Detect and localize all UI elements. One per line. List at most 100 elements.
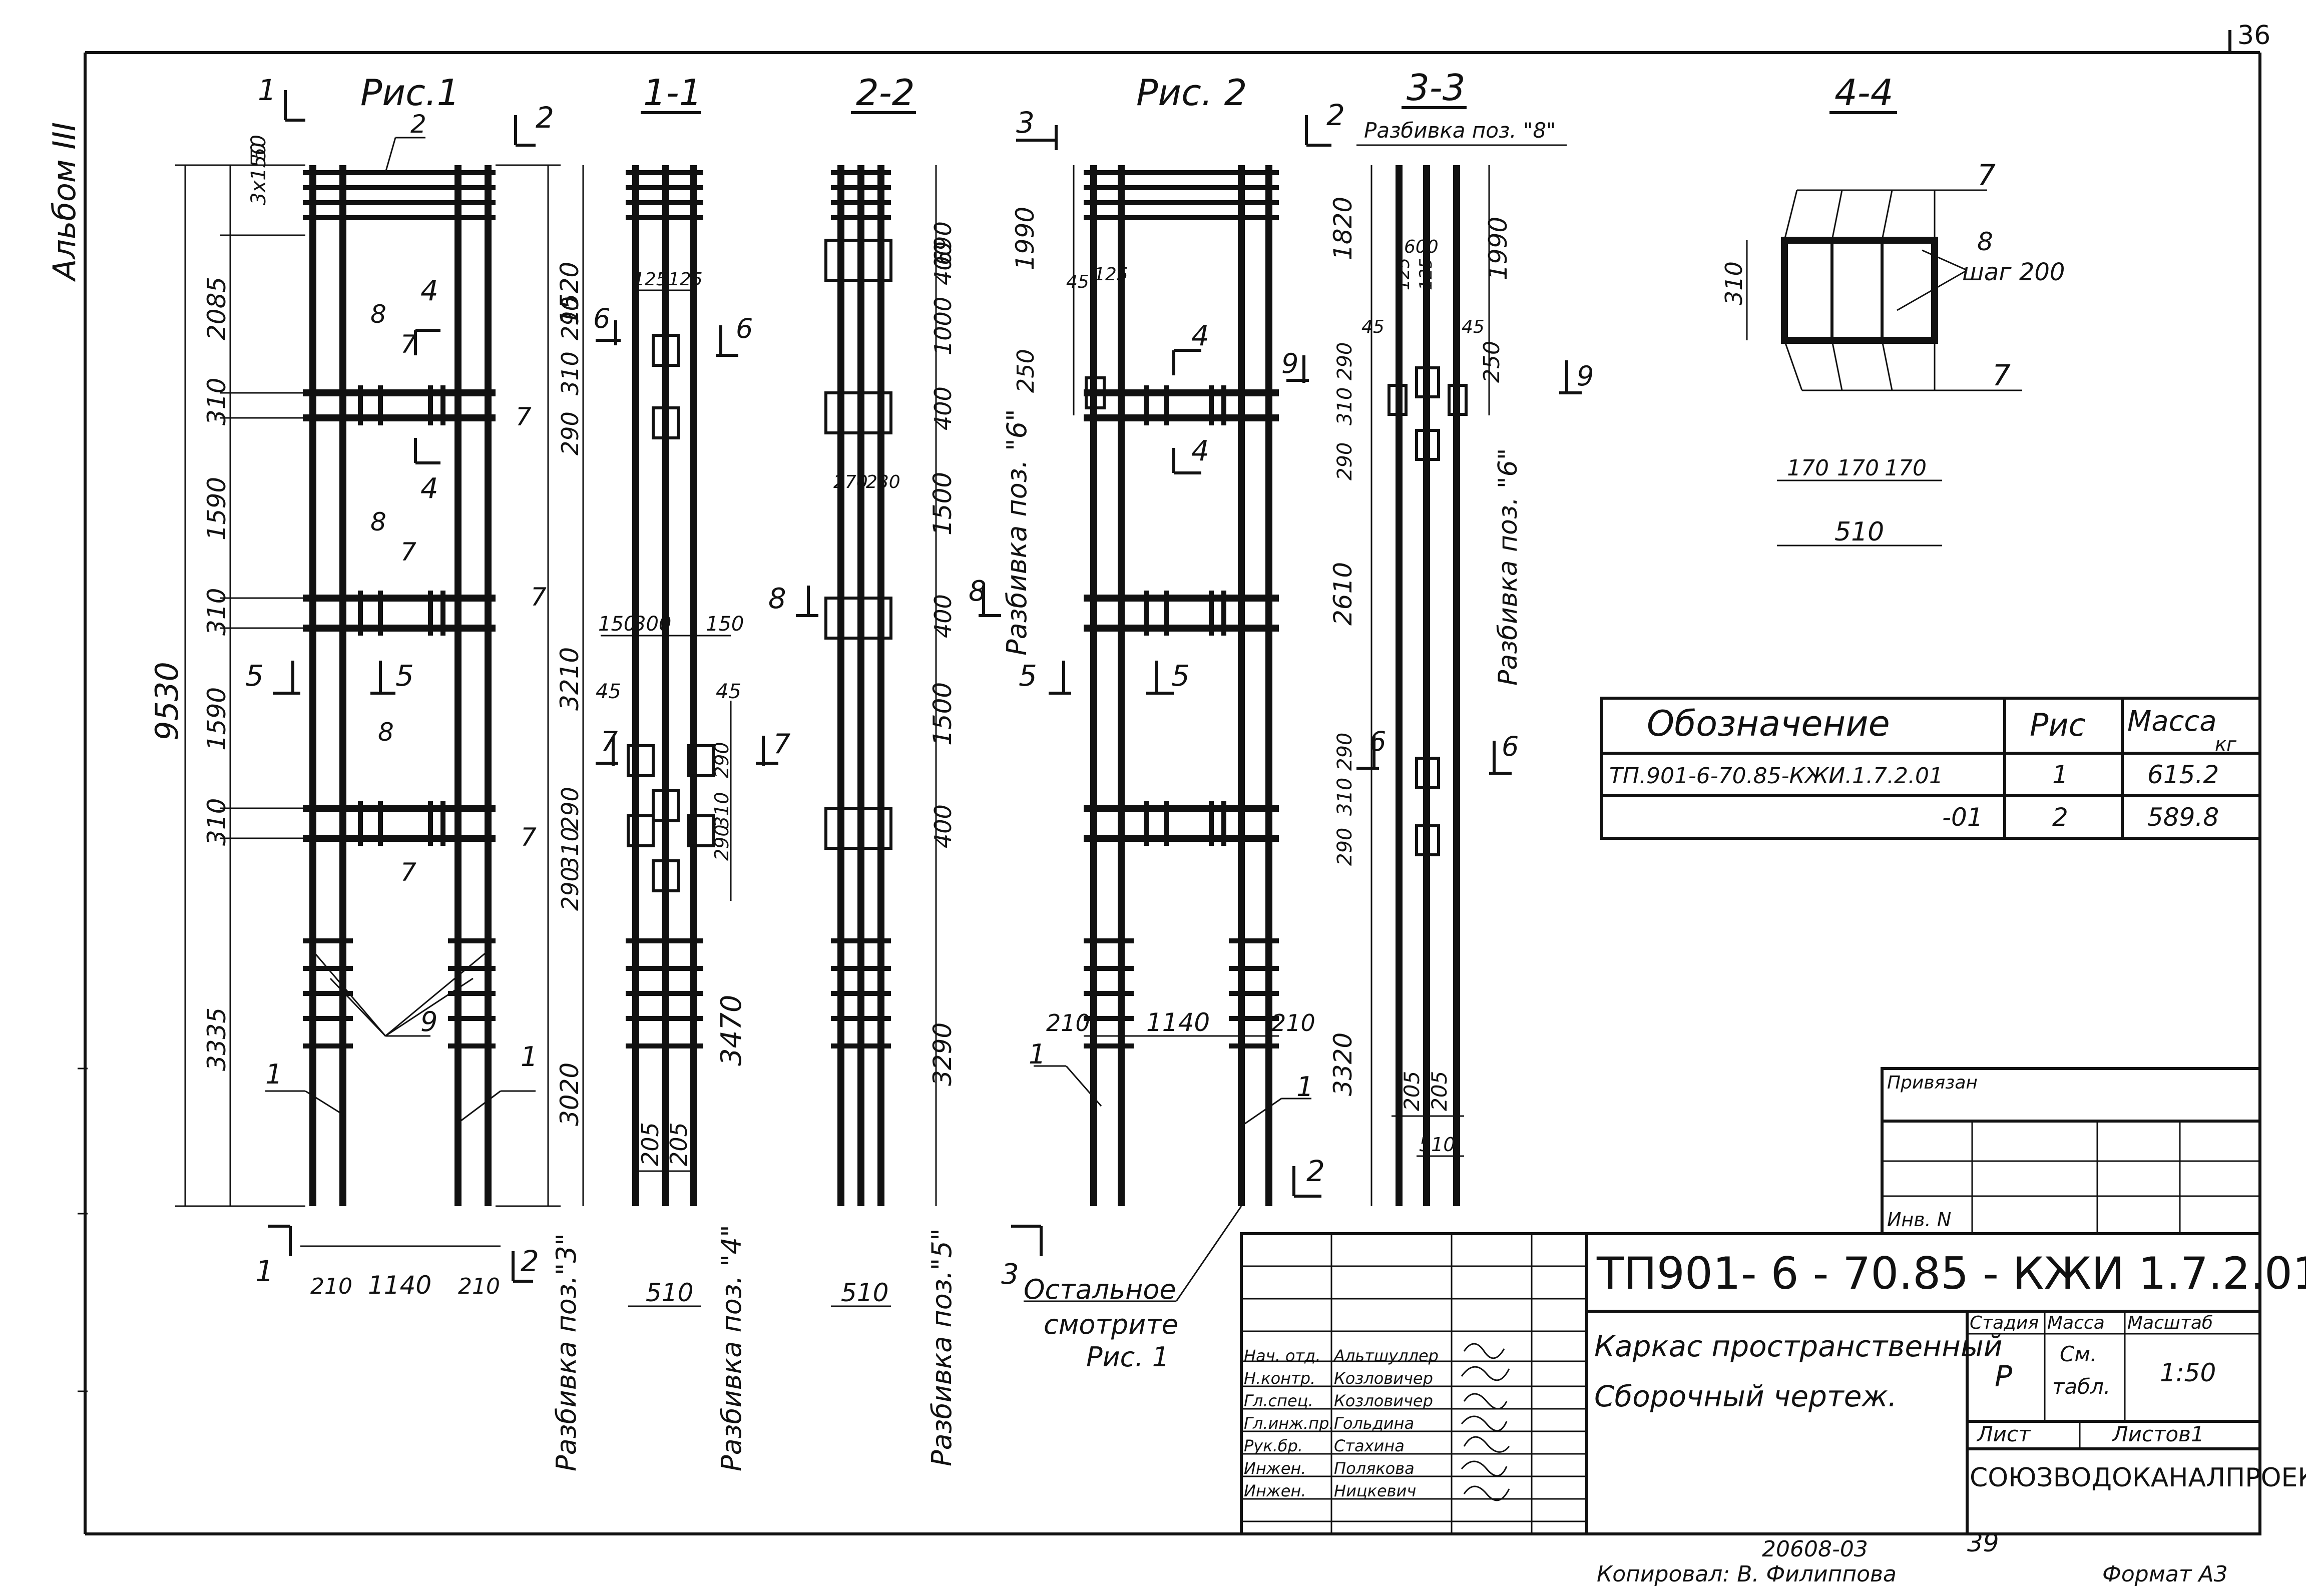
s33-dim: 600	[1404, 237, 1439, 257]
album-label: Альбом III	[46, 122, 83, 282]
s11-dim: 310	[557, 827, 584, 871]
fig1-pos: 9	[420, 1006, 437, 1037]
s44-dim: 170	[1787, 455, 1829, 481]
fig2-mark: 5	[1019, 659, 1037, 693]
s33-dim: 205	[1427, 1071, 1452, 1111]
s33-dim: 125	[1394, 258, 1414, 290]
fig1-dim: 3335	[202, 1007, 231, 1071]
fig2-mark: 2	[1326, 98, 1345, 132]
s33-mark: 9	[1281, 348, 1298, 379]
fig1-overall: 9530	[149, 662, 185, 741]
doc-code: ТП901- 6 - 70.85 - КЖИ 1.7.2.01 СБ	[1596, 1248, 2306, 1299]
fig1-mark: 2	[521, 1244, 539, 1278]
s22-dim: 1500	[928, 682, 957, 746]
mass-header: Масса	[2047, 1313, 2105, 1333]
section-4-4-view: 4-4 7 8 шаг 200 7 310 170 170 170 510	[1720, 72, 2065, 547]
s33-dim: 3320	[1328, 1032, 1357, 1096]
footer-num: 39	[1967, 1528, 1999, 1557]
spec-row-code: -01	[1942, 803, 1983, 832]
fig1-dim: 1140	[368, 1271, 431, 1300]
spec-header-mass: Масса	[2127, 705, 2217, 738]
spec-header-code: Обозначение	[1647, 703, 1890, 744]
fig1-dim: 310	[202, 798, 231, 846]
s33-dim: 290	[1333, 828, 1356, 866]
section-2-2-view: 2-2 270 230 690 400 1000 400 1500 400 15…	[768, 72, 1001, 1466]
fig1-dim: 310	[202, 378, 231, 425]
staff-name: Козловичер	[1334, 1369, 1433, 1388]
s22-dim: 690	[930, 221, 957, 265]
fig1-pos: 7	[400, 858, 416, 887]
s22-razb: Разбивка поз."5"	[926, 1228, 958, 1466]
s22-dim: 270	[833, 472, 868, 492]
fig1-pos: 7	[521, 823, 537, 852]
s22-dim: 1500	[928, 472, 957, 536]
fig1-view: Рис.1 1 2	[149, 72, 582, 1471]
fig1-pos: 1	[521, 1041, 538, 1073]
s22-dim: 1000	[930, 297, 957, 355]
s11-razb: Разбивка поз. "4"	[716, 1225, 747, 1471]
fig2-dim: 125	[1094, 264, 1128, 285]
fig1-mark: 4	[420, 472, 438, 505]
s22-dim: 230	[866, 472, 900, 492]
s11-dim: 205	[637, 1122, 664, 1166]
s33-mark: 9	[1577, 360, 1594, 392]
s11-dim: 290	[557, 867, 584, 911]
mass-value: См.	[2060, 1342, 2097, 1366]
staff-name: Ницкевич	[1334, 1481, 1416, 1500]
spec-row-mass: 589.8	[2147, 803, 2219, 832]
fig1-pos: 7	[400, 330, 416, 359]
s33-dim: 205	[1400, 1071, 1424, 1111]
stage-header: Стадия	[1970, 1313, 2039, 1333]
staff-name: Альтшуллер	[1333, 1346, 1439, 1365]
s11-mark: 6	[593, 303, 610, 334]
doc-name: Каркас пространственный	[1594, 1329, 2002, 1363]
fig2-note: Остальное	[1024, 1274, 1176, 1305]
privyazan-label: Привязан	[1887, 1073, 1978, 1093]
fig2-dim: 1990	[1011, 207, 1040, 270]
staff-name: Стахина	[1334, 1436, 1405, 1455]
fig1-mark: 1	[255, 1254, 274, 1288]
fig2-pos: 1	[1296, 1071, 1313, 1103]
s11-dim: 290	[711, 824, 733, 861]
org-name: СОЮЗВОДОКАНАЛПРОЕКТ	[1970, 1463, 2306, 1493]
fig1-pos: 7	[400, 538, 416, 567]
fig1-pos: 8	[378, 718, 394, 747]
s33-dim: 2610	[1328, 562, 1357, 626]
fig1-razb: Разбивка поз."3"	[551, 1233, 582, 1471]
fig1-dim: 210	[458, 1274, 500, 1299]
s11-dim: 290	[711, 742, 733, 778]
fig1-dim: 310	[202, 588, 231, 636]
section-3-3-view: 3-3 Разбивка поз. "8" 600 125 125 45 45 …	[1281, 67, 1594, 1206]
scale-value: 1:50	[2160, 1358, 2216, 1387]
fig2-mark: 2	[1306, 1154, 1325, 1188]
title-block: Привязан Инв. N ТП901- 6 - 70.85 - КЖИ 1…	[1240, 1067, 2306, 1535]
mass-value: табл.	[2052, 1374, 2110, 1399]
fig1-pos: 7	[516, 402, 532, 431]
s33-dim: 290	[1333, 442, 1356, 480]
s11-dim: 3020	[555, 1062, 584, 1126]
stage-value: Р	[1995, 1359, 2012, 1393]
s33-title: 3-3	[1407, 67, 1466, 109]
s11-mark: 7	[773, 728, 790, 760]
fig2-note-num: 3	[1001, 1258, 1019, 1291]
section-1-1-view: 1-1 125 125 150 300 150 45 45 6 6	[555, 72, 790, 1471]
s33-razb: Разбивка поз. "6"	[1493, 448, 1523, 686]
fig1-mark: 2	[536, 101, 554, 135]
fig2-view: Рис. 2 3 2 45 125 1990 250	[1001, 72, 1345, 1373]
s22-mark: 8	[768, 583, 786, 615]
s44-dim: 170	[1837, 455, 1879, 481]
fig2-dim: 1140	[1146, 1008, 1210, 1037]
staff-name: Гольдина	[1334, 1414, 1414, 1433]
s44-total: 510	[1834, 517, 1884, 547]
spec-row-fig: 1	[2052, 760, 2068, 789]
fig2-dim: 210	[1046, 1009, 1090, 1036]
s11-dim: 125	[668, 269, 703, 290]
sheet-header: Лист	[1976, 1422, 2031, 1446]
fig1-dim: 50	[247, 135, 270, 160]
s44-pos: 8	[1977, 227, 1993, 256]
s33-dim: 310	[1333, 387, 1356, 425]
s11-dim: 205	[665, 1122, 692, 1166]
s44-pos: шаг 200	[1962, 258, 2065, 286]
spec-row-fig: 2	[2052, 803, 2068, 832]
